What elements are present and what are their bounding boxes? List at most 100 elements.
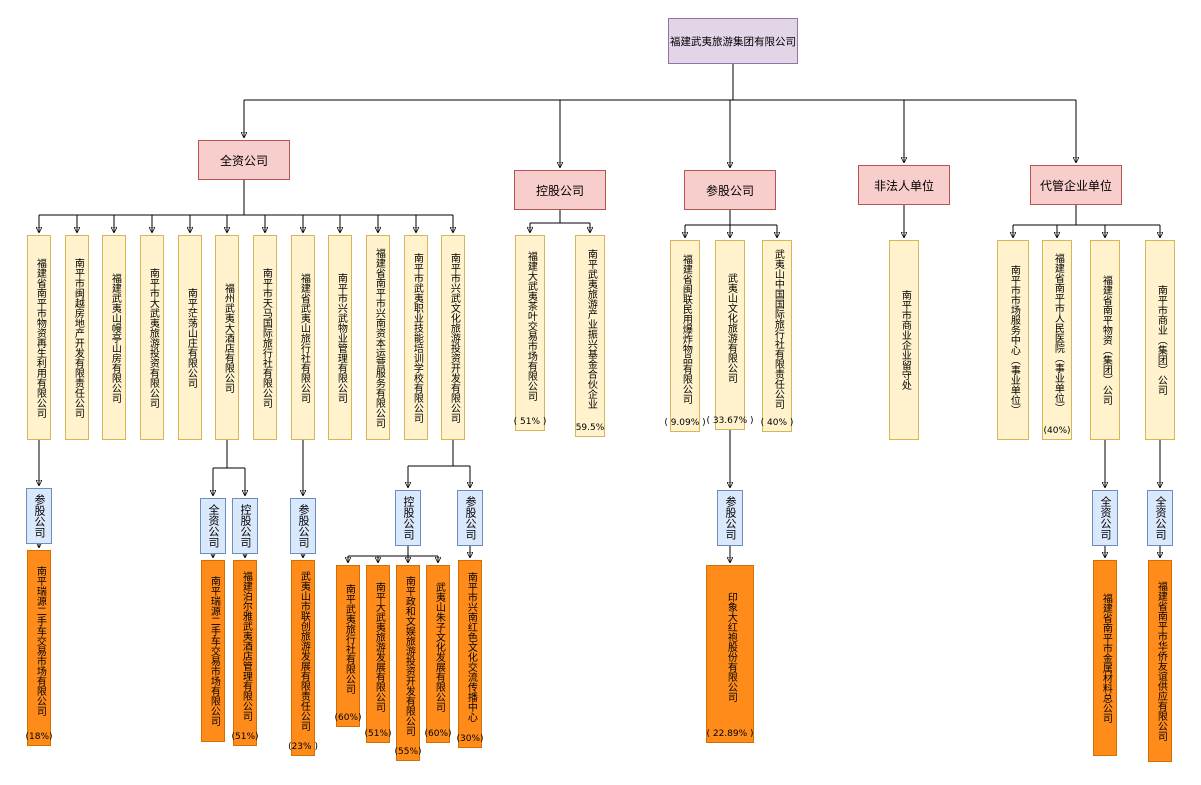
ownership-percentage: ( 9.09% ) bbox=[664, 417, 706, 428]
relation-label: 参股公司 bbox=[463, 496, 477, 540]
ownership-percentage: (60%) bbox=[424, 728, 452, 739]
ownership-percentage: (55%) bbox=[394, 746, 422, 757]
company-node: 南平市兴武物业管理有限公司 bbox=[328, 235, 352, 440]
subsidiary-node: 南平大武夷旅游发展有限公司 (51%) bbox=[364, 565, 392, 743]
company-node: 福建省武夷山旅行社有限公司 bbox=[291, 235, 315, 440]
subsidiary-node: 武夷山朱子文化发展有限公司 (60%) bbox=[424, 565, 452, 743]
subsidiary-node: 南平市兴南红色文化交流传播中心 (30%) bbox=[456, 560, 484, 748]
company-label: 福建武夷山幔亭山房有限公司 bbox=[109, 272, 121, 403]
company-label: 南平市兴武物业管理有限公司 bbox=[335, 272, 347, 403]
category-holding: 控股公司 bbox=[514, 170, 606, 210]
company-label: 南平市市场服务中心（事业单位） bbox=[1008, 265, 1020, 415]
subsidiary-label: 南平瑞源二手车交易市场有限公司 bbox=[34, 566, 46, 717]
relation-node: 控股公司 bbox=[232, 498, 258, 554]
ownership-percentage: (51%) bbox=[231, 731, 259, 742]
company-node: 南平市商业（集团）公司 bbox=[1145, 240, 1175, 440]
ownership-percentage: (23% ) bbox=[288, 741, 318, 752]
subsidiary-label: 南平政和文娱旅游投资开发有限公司 bbox=[403, 576, 415, 737]
company-label: 南平市商业企业留守处 bbox=[899, 290, 911, 390]
subsidiary-node: 印象大红袍股份有限公司 ( 22.89% ) bbox=[706, 565, 754, 743]
subsidiary-node: 福建省南平市金属材料总公司 bbox=[1093, 560, 1117, 756]
ownership-percentage: (60%) bbox=[334, 712, 362, 723]
company-label: 福建省闽联民用爆炸物品有限公司 bbox=[680, 254, 692, 405]
company-node: 南平市武夷职业技能培训学校有限公司 bbox=[404, 235, 428, 440]
ownership-percentage: ( 33.67% ) bbox=[706, 415, 754, 426]
relation-label: 控股公司 bbox=[238, 504, 252, 548]
relation-node: 参股公司 bbox=[290, 498, 316, 554]
company-label: 武夷山中国国际旅行社有限责任公司 bbox=[772, 249, 784, 410]
ownership-percentage: ( 40% ) bbox=[760, 417, 794, 428]
subsidiary-label: 武夷山市联创旅游发展有限责任公司 bbox=[298, 571, 310, 732]
company-node: 武夷山文化旅游有限公司 ( 33.67% ) bbox=[706, 240, 754, 430]
relation-node: 全资公司 bbox=[1147, 490, 1173, 546]
subsidiary-label: 南平大武夷旅游发展有限公司 bbox=[373, 582, 385, 713]
subsidiary-label: 南平武夷旅行社有限公司 bbox=[343, 584, 355, 695]
company-label: 南平茫荡山庄有限公司 bbox=[185, 287, 197, 388]
subsidiary-node: 南平政和文娱旅游投资开发有限公司 (55%) bbox=[394, 565, 422, 761]
root-node: 福建武夷旅游集团有限公司 bbox=[668, 18, 798, 64]
company-label: 南平市武夷职业技能培训学校有限公司 bbox=[411, 252, 423, 423]
company-node: 南平市商业企业留守处 bbox=[889, 240, 919, 440]
company-node: 南平市大武夷旅游投资有限公司 bbox=[140, 235, 164, 440]
company-label: 南平武夷旅游产业振兴基金合伙企业 bbox=[585, 249, 597, 410]
relation-node: 参股公司 bbox=[457, 490, 483, 546]
subsidiary-node: 南平瑞源二手车交易市场有限公司 bbox=[201, 560, 225, 742]
company-node: 南平市市场服务中心（事业单位） bbox=[997, 240, 1029, 440]
relation-label: 参股公司 bbox=[32, 494, 46, 538]
ownership-percentage: (40%) bbox=[1043, 425, 1071, 436]
company-label: 南平市大武夷旅游投资有限公司 bbox=[147, 267, 159, 408]
company-label: 福州武夷大酒店有限公司 bbox=[222, 282, 234, 393]
company-label: 福建大武夷茶叶交易市场有限公司 bbox=[525, 251, 537, 402]
relation-label: 全资公司 bbox=[1098, 496, 1112, 540]
relation-node: 全资公司 bbox=[1092, 490, 1118, 546]
company-label: 南平市兴武文化旅游投资开发有限公司 bbox=[448, 252, 460, 423]
company-node: 南平茫荡山庄有限公司 bbox=[178, 235, 202, 440]
ownership-percentage: (30%) bbox=[456, 733, 484, 744]
company-label: 武夷山文化旅游有限公司 bbox=[725, 273, 737, 384]
company-label: 南平市闽越房地产开发有限责任公司 bbox=[72, 257, 84, 418]
subsidiary-label: 南平瑞源二手车交易市场有限公司 bbox=[208, 576, 220, 726]
company-node: 福州武夷大酒店有限公司 bbox=[215, 235, 239, 440]
company-label: 福建省南平物资（集团）公司 bbox=[1100, 275, 1112, 405]
relation-node: 参股公司 bbox=[717, 490, 743, 546]
company-node: 福建省南平市兴南资本运营服务有限公司 bbox=[366, 235, 390, 440]
relation-label: 控股公司 bbox=[401, 496, 415, 540]
company-node: 福建大武夷茶叶交易市场有限公司 ( 51% ) bbox=[513, 235, 547, 431]
subsidiary-label: 福建省南平市华侨友谊供应有限公司 bbox=[1155, 581, 1167, 741]
subsidiary-label: 南平市兴南红色文化交流传播中心 bbox=[465, 572, 477, 723]
relation-node: 全资公司 bbox=[200, 498, 226, 554]
subsidiary-label: 印象大红袍股份有限公司 bbox=[725, 592, 737, 703]
company-label: 南平市天马国际旅行社有限公司 bbox=[260, 267, 272, 408]
relation-node: 参股公司 bbox=[26, 488, 52, 544]
subsidiary-node: 南平武夷旅行社有限公司 (60%) bbox=[334, 565, 362, 727]
company-node: 福建省闽联民用爆炸物品有限公司 ( 9.09% ) bbox=[664, 240, 706, 432]
ownership-percentage: ( 22.89% ) bbox=[706, 728, 754, 739]
subsidiary-label: 武夷山朱子文化发展有限公司 bbox=[433, 582, 445, 713]
company-node: 南平市天马国际旅行社有限公司 bbox=[253, 235, 277, 440]
company-node: 武夷山中国国际旅行社有限责任公司 ( 40% ) bbox=[760, 240, 794, 432]
subsidiary-label: 福建泊尔雅武夷酒店管理有限公司 bbox=[240, 571, 252, 722]
category-managed: 代管企业单位 bbox=[1030, 165, 1122, 205]
category-equity: 参股公司 bbox=[684, 170, 776, 210]
company-node: 福建省南平物资（集团）公司 bbox=[1090, 240, 1120, 440]
company-node: 南平武夷旅游产业振兴基金合伙企业 59.5% bbox=[575, 235, 605, 437]
subsidiary-node: 武夷山市联创旅游发展有限责任公司 (23% ) bbox=[288, 560, 318, 756]
ownership-percentage: ( 51% ) bbox=[513, 416, 547, 427]
ownership-percentage: (18%) bbox=[25, 731, 53, 742]
company-node: 福建武夷山幔亭山房有限公司 bbox=[102, 235, 126, 440]
ownership-percentage: (51%) bbox=[364, 728, 392, 739]
company-label: 福建省南平市人民医院（事业单位） bbox=[1052, 253, 1064, 414]
relation-label: 全资公司 bbox=[1153, 496, 1167, 540]
company-label: 福建省武夷山旅行社有限公司 bbox=[298, 272, 310, 403]
relation-node: 控股公司 bbox=[395, 490, 421, 546]
subsidiary-label: 福建省南平市金属材料总公司 bbox=[1100, 593, 1112, 723]
ownership-percentage: 59.5% bbox=[575, 422, 605, 433]
category-non-legal: 非法人单位 bbox=[858, 165, 950, 205]
company-label: 福建省南平市物资再生利用有限公司 bbox=[34, 257, 46, 418]
company-label: 南平市商业（集团）公司 bbox=[1155, 285, 1167, 395]
company-node: 福建省南平市人民医院（事业单位） (40%) bbox=[1042, 240, 1072, 440]
category-wholly-owned: 全资公司 bbox=[198, 140, 290, 180]
subsidiary-node: 南平瑞源二手车交易市场有限公司 (18%) bbox=[25, 550, 53, 746]
